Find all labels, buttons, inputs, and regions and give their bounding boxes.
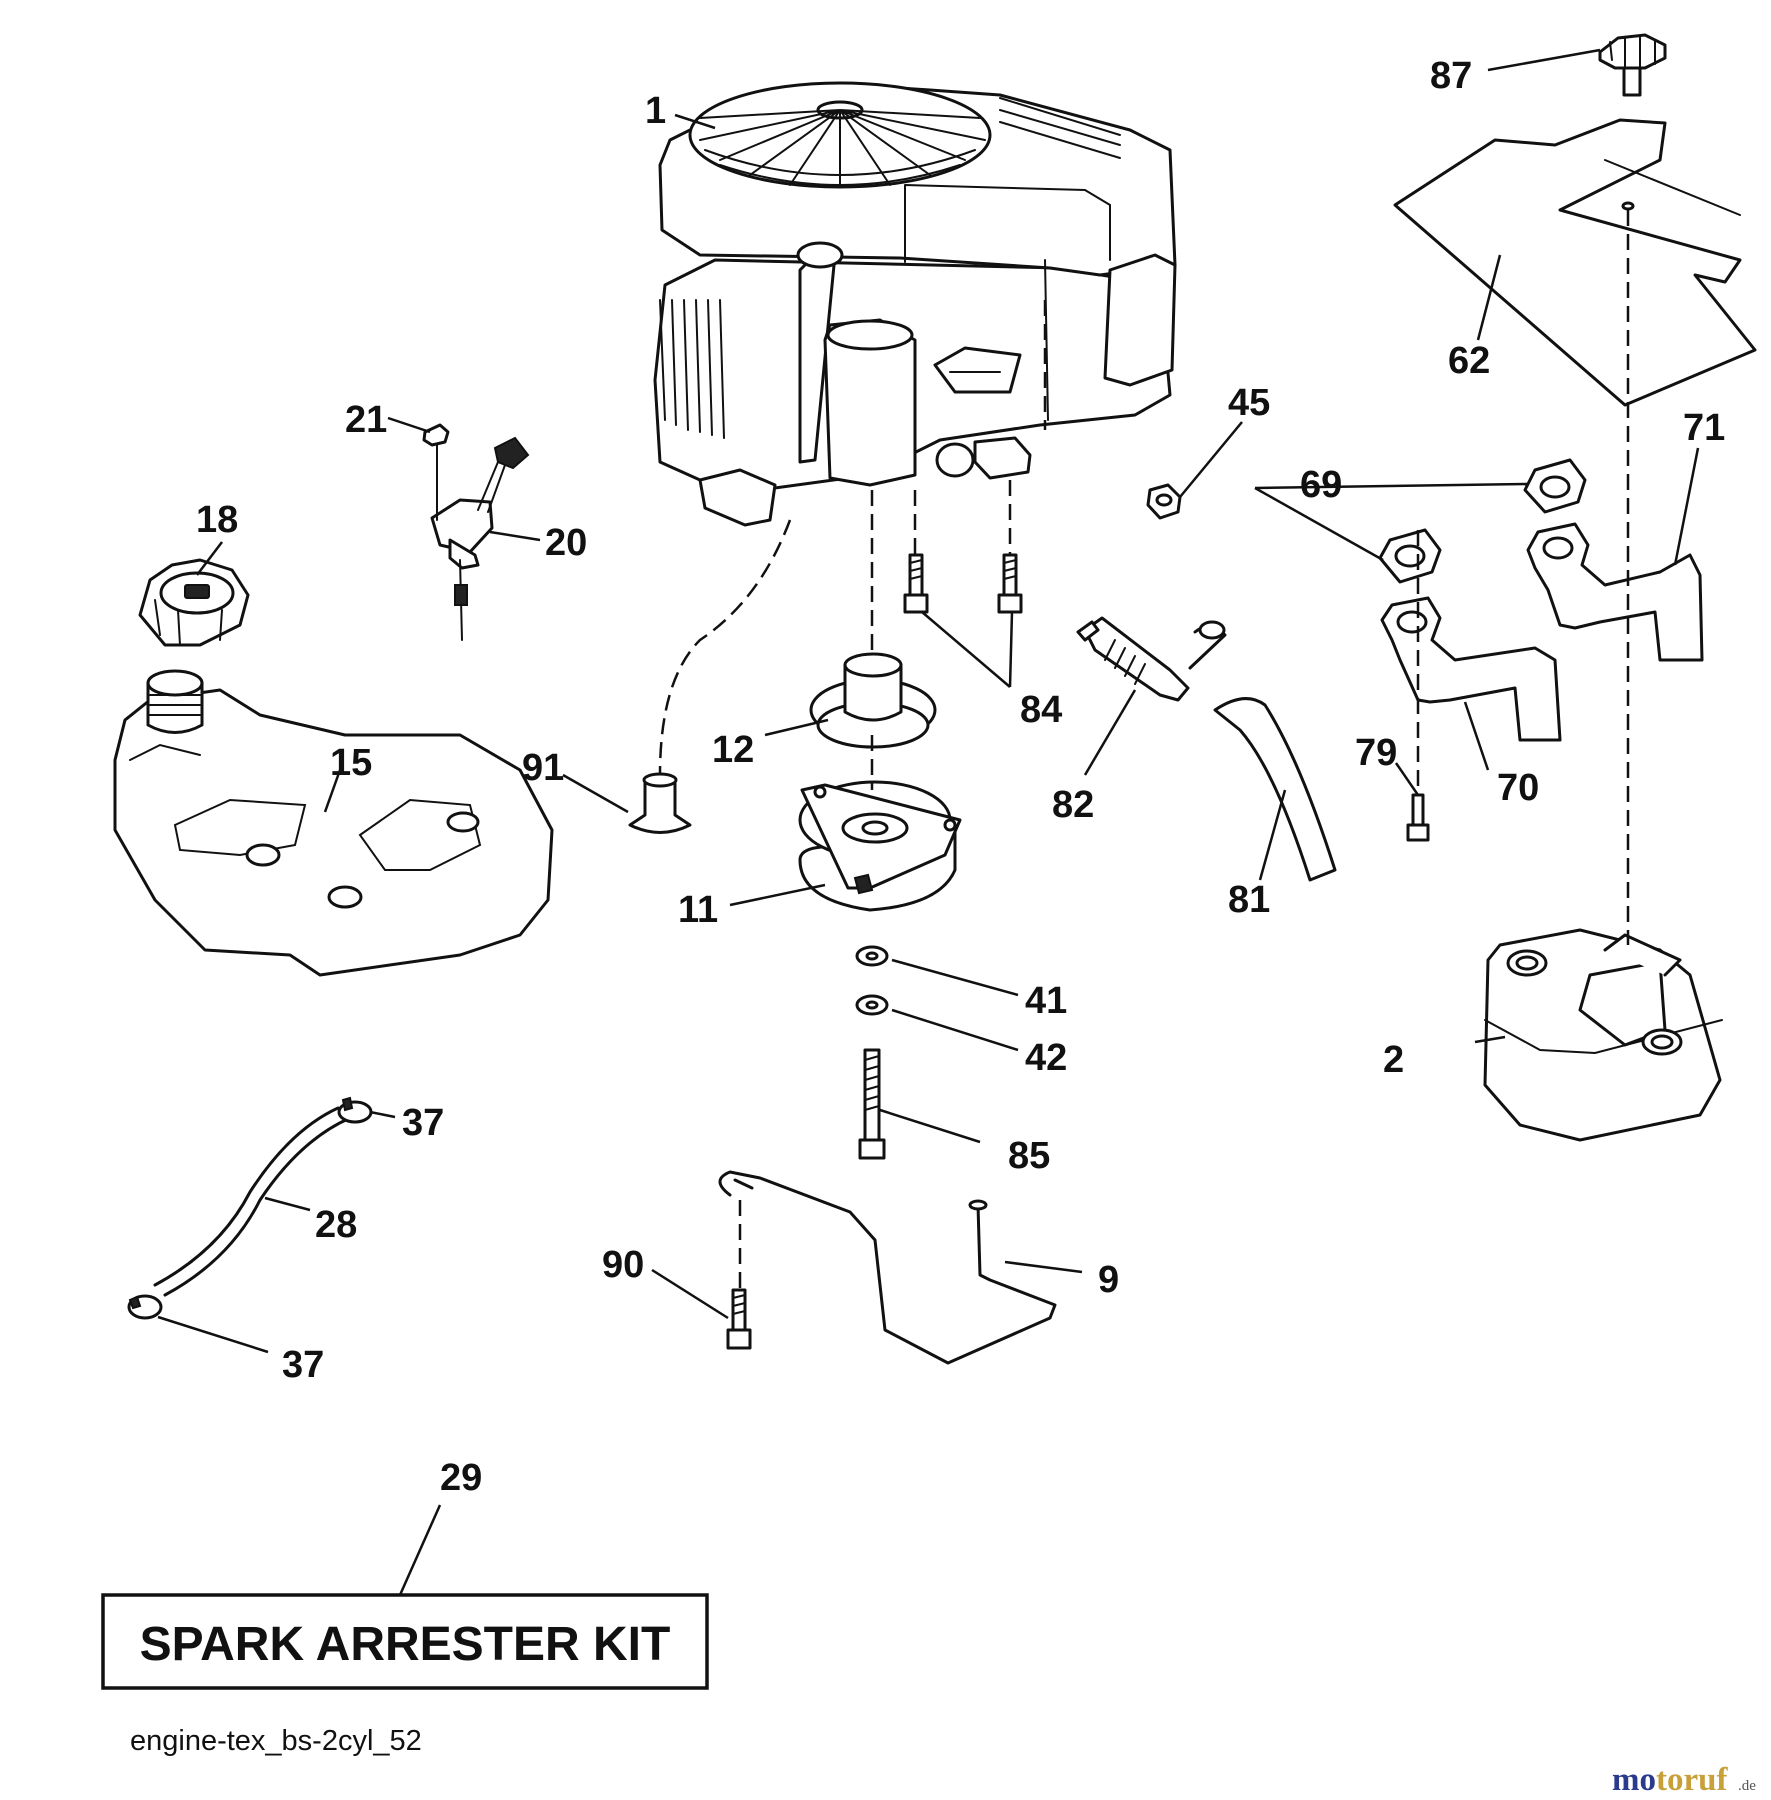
callout-11: 11 <box>678 889 718 931</box>
callout-79: 79 <box>1355 732 1397 774</box>
bolt-85-illustration <box>858 1048 886 1160</box>
bracket-rod-illustration <box>718 1170 1057 1365</box>
fuel-tank-illustration <box>113 669 554 977</box>
callout-45: 45 <box>1228 382 1270 424</box>
callout-28: 28 <box>315 1204 357 1246</box>
callout-62: 62 <box>1448 340 1490 382</box>
callout-91: 91 <box>522 747 564 789</box>
callout-42: 42 <box>1025 1037 1067 1079</box>
watermark-suffix: .de <box>1738 1778 1756 1794</box>
callout-90: 90 <box>602 1244 644 1286</box>
spark-arrester-kit-label: SPARK ARRESTER KIT <box>140 1618 671 1671</box>
pulley-illustration <box>809 652 937 749</box>
drain-valve-illustration <box>1076 616 1227 702</box>
assembly-lines <box>658 210 1630 1290</box>
muffler-illustration <box>1483 928 1723 1142</box>
callout-69: 69 <box>1300 464 1342 506</box>
spacer-illustration <box>628 772 692 834</box>
callout-82: 82 <box>1052 784 1094 826</box>
diagram-id: engine-tex_bs-2cyl_52 <box>130 1725 422 1757</box>
exhaust-pipe-71-illustration <box>1526 522 1704 662</box>
knob-illustration <box>1598 33 1667 97</box>
callout-15: 15 <box>330 742 372 784</box>
callout-71: 71 <box>1683 407 1725 449</box>
drain-hose-illustration <box>1213 697 1337 882</box>
fuel-line-illustration <box>153 1106 352 1297</box>
bolt-84-illustration <box>903 553 1023 614</box>
callout-20: 20 <box>545 522 587 564</box>
nut-illustration <box>1146 483 1182 520</box>
callout-70: 70 <box>1497 767 1539 809</box>
fuel-cap-illustration <box>138 558 250 647</box>
throttle-bracket-illustration <box>422 423 530 641</box>
callout-2: 2 <box>1383 1039 1404 1081</box>
callout-41: 41 <box>1025 980 1067 1022</box>
callout-21: 21 <box>345 399 387 441</box>
callout-29: 29 <box>440 1457 482 1499</box>
callout-85: 85 <box>1008 1135 1050 1177</box>
gasket-illustration <box>1378 458 1587 584</box>
washer-illustration <box>855 945 889 1016</box>
screw-79-illustration <box>1406 793 1430 842</box>
callout-labels: 1 2 9 11 12 15 18 20 21 28 29 37 37 41 4… <box>196 55 1725 1499</box>
leader-lines <box>157 48 1700 1596</box>
callout-37-top: 37 <box>402 1102 444 1144</box>
callout-37-bottom: 37 <box>282 1344 324 1386</box>
engine-illustration <box>653 81 1177 527</box>
callout-12: 12 <box>712 729 754 771</box>
heat-shield-illustration <box>1393 118 1757 407</box>
bolt-90-illustration <box>726 1288 752 1350</box>
callout-87: 87 <box>1430 55 1472 97</box>
watermark-logo: motoruf .de <box>1612 1762 1756 1798</box>
callout-18: 18 <box>196 499 238 541</box>
clutch-illustration <box>798 780 962 912</box>
spark-arrester-kit-box: SPARK ARRESTER KIT <box>101 1593 709 1690</box>
callout-1: 1 <box>645 90 666 132</box>
watermark-text: motoruf <box>1612 1762 1728 1798</box>
callout-81: 81 <box>1228 879 1270 921</box>
callout-9: 9 <box>1098 1259 1119 1301</box>
callout-84: 84 <box>1020 689 1062 731</box>
